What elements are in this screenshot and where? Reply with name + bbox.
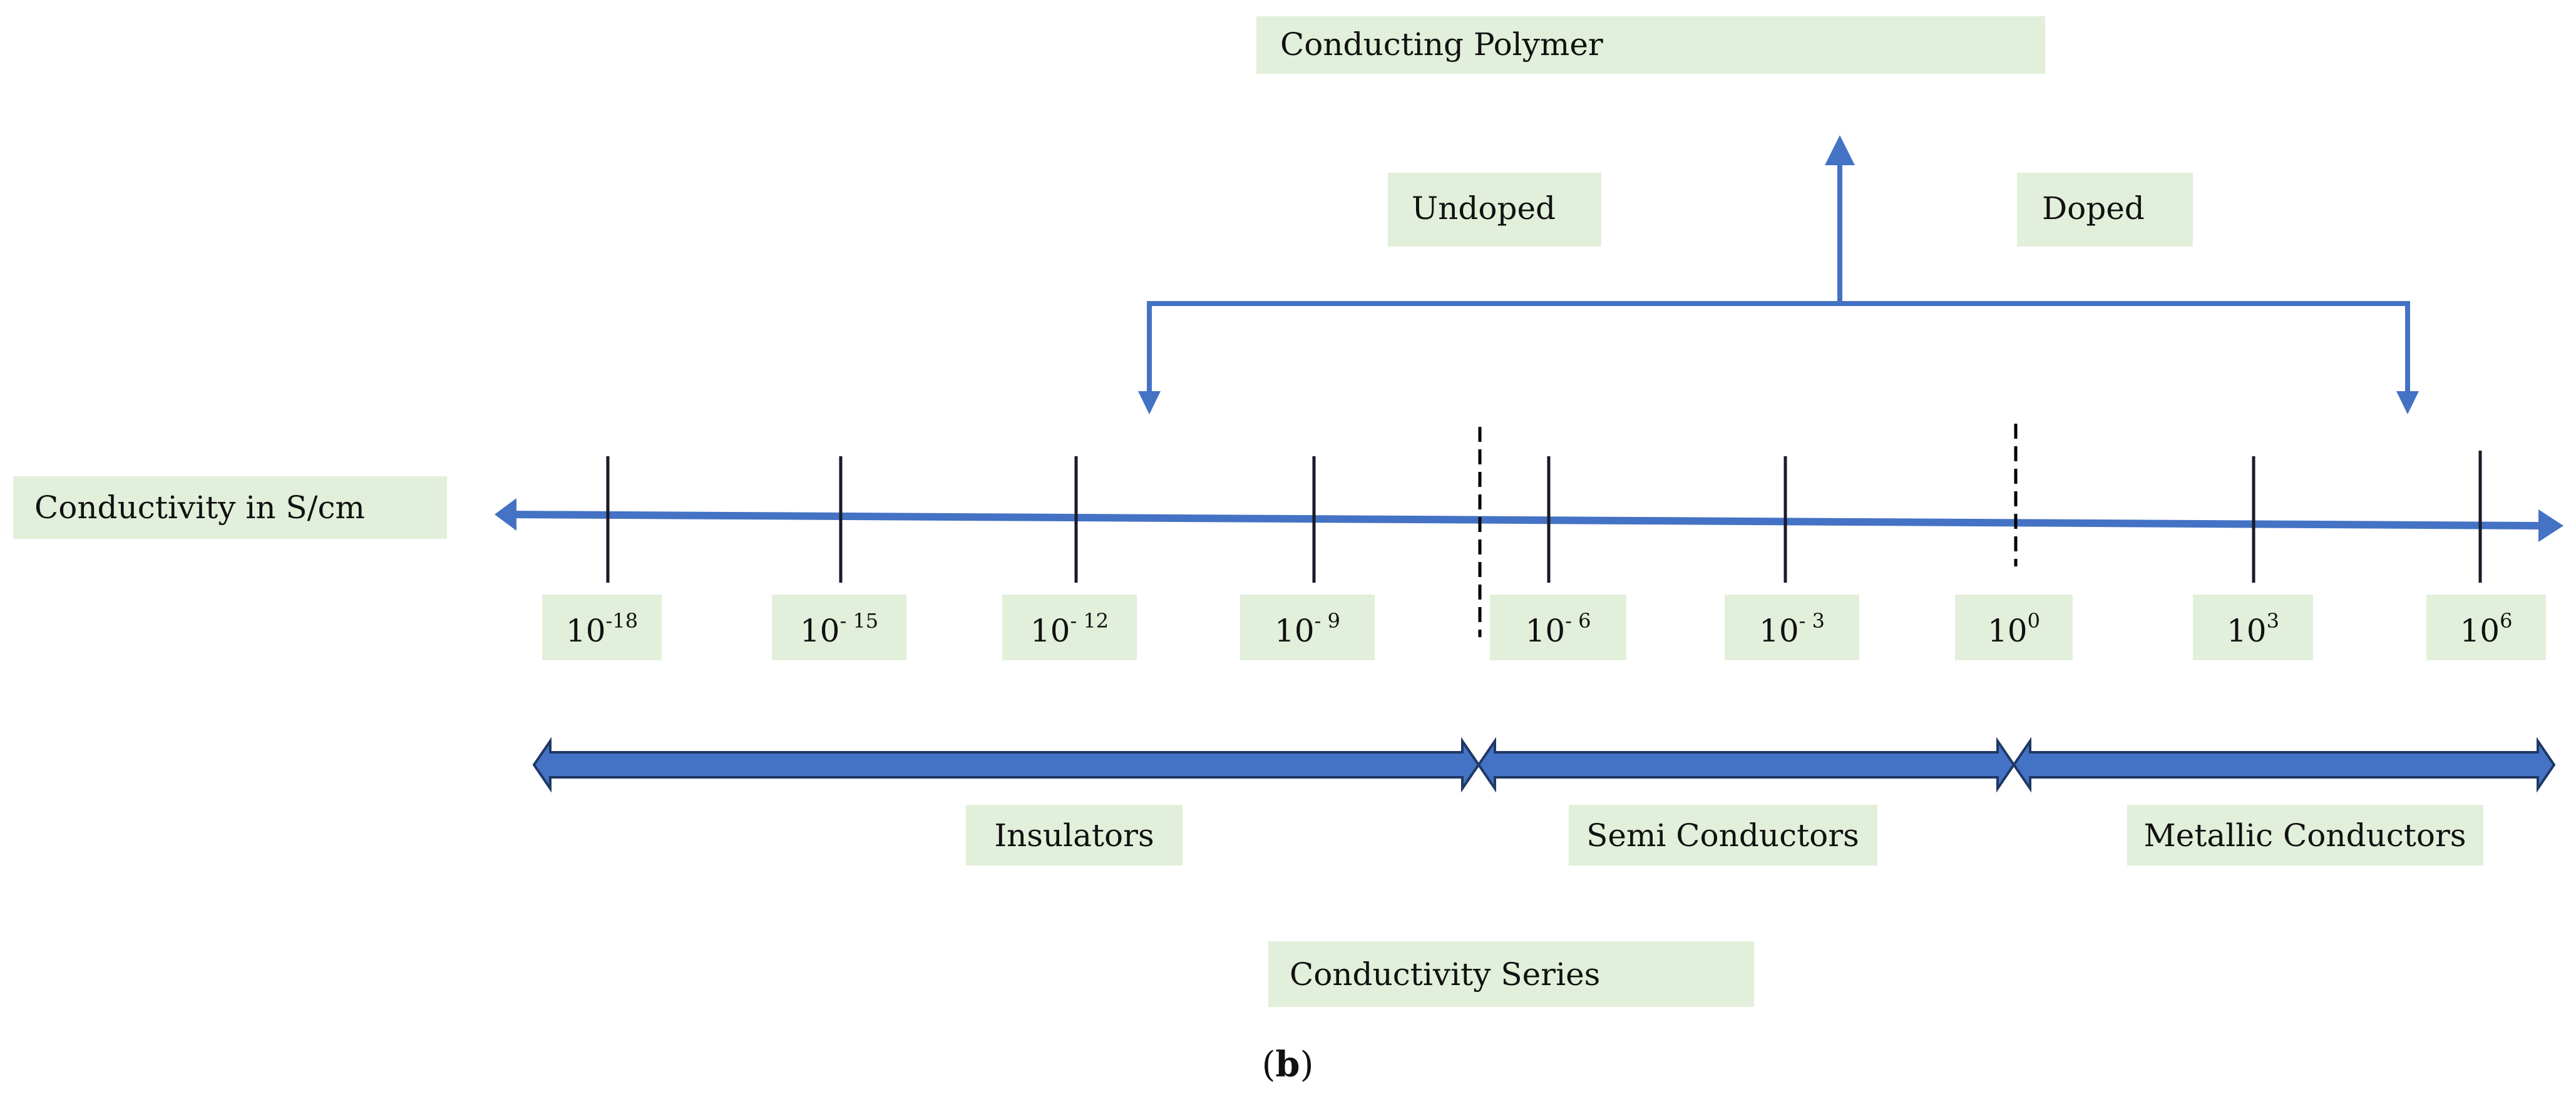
- tick-label-box: 100: [1955, 595, 2073, 660]
- tick-label-box: 10-18: [542, 595, 662, 660]
- insulators-label: Insulators: [994, 817, 1154, 854]
- tick-label-box: 10- 3: [1725, 595, 1859, 660]
- tick-label: 10-18: [566, 609, 638, 649]
- tick-label: 103: [2227, 609, 2279, 649]
- tick-label: 10- 15: [800, 609, 878, 649]
- insulators-range-arrow: [532, 737, 1480, 793]
- axis-right-arrowhead: [2538, 509, 2563, 542]
- bracket-connector: [1147, 301, 2410, 394]
- axis-label-box: Conductivity in S/cm: [13, 476, 447, 539]
- insulators-box: Insulators: [966, 805, 1183, 866]
- undoped-arrowhead: [1138, 391, 1161, 414]
- semiconductors-box: Semi Conductors: [1569, 805, 1877, 866]
- tick-label: 10- 3: [1759, 609, 1825, 649]
- axis-label: Conductivity in S/cm: [34, 489, 365, 526]
- metallic-conductors-box: Metallic Conductors: [2127, 805, 2483, 866]
- doped-arrowhead: [2396, 391, 2419, 414]
- figure-caption: (b): [1262, 1044, 1314, 1085]
- metallic-conductors-range-arrow: [2012, 737, 2556, 793]
- tick-label: 10- 12: [1030, 609, 1109, 649]
- tick-label-box: 10- 6: [1490, 595, 1626, 660]
- undoped-box: Undoped: [1388, 173, 1601, 247]
- tick-label: 10- 6: [1526, 609, 1591, 649]
- tick-label-box: 103: [2193, 595, 2313, 660]
- tick-label-box: 10- 12: [1002, 595, 1137, 660]
- tick-label-box: 10- 9: [1240, 595, 1375, 660]
- conductivity-series-box: Conductivity Series: [1268, 941, 1754, 1007]
- tick-label: 100: [1988, 609, 2040, 649]
- axis-left-arrowhead: [495, 498, 516, 531]
- tick-label-box: 106: [2426, 595, 2546, 660]
- conducting-polymer-label: Conducting Polymer: [1280, 26, 1603, 63]
- doped-box: Doped: [2017, 173, 2193, 247]
- conductivity-series-label: Conductivity Series: [1290, 956, 1600, 993]
- semiconductors-range-arrow: [1477, 737, 2016, 793]
- undoped-label: Undoped: [1412, 190, 1556, 227]
- conducting-polymer-box: Conducting Polymer: [1256, 16, 2045, 74]
- doped-label: Doped: [2042, 190, 2145, 227]
- semiconductors-label: Semi Conductors: [1586, 817, 1859, 854]
- tick-label: 106: [2460, 609, 2513, 649]
- tick-label: 10- 9: [1275, 609, 1340, 649]
- metallic-conductors-label: Metallic Conductors: [2143, 817, 2466, 854]
- conductivity-axis: [506, 511, 2542, 529]
- tick-label-box: 10- 15: [772, 595, 906, 660]
